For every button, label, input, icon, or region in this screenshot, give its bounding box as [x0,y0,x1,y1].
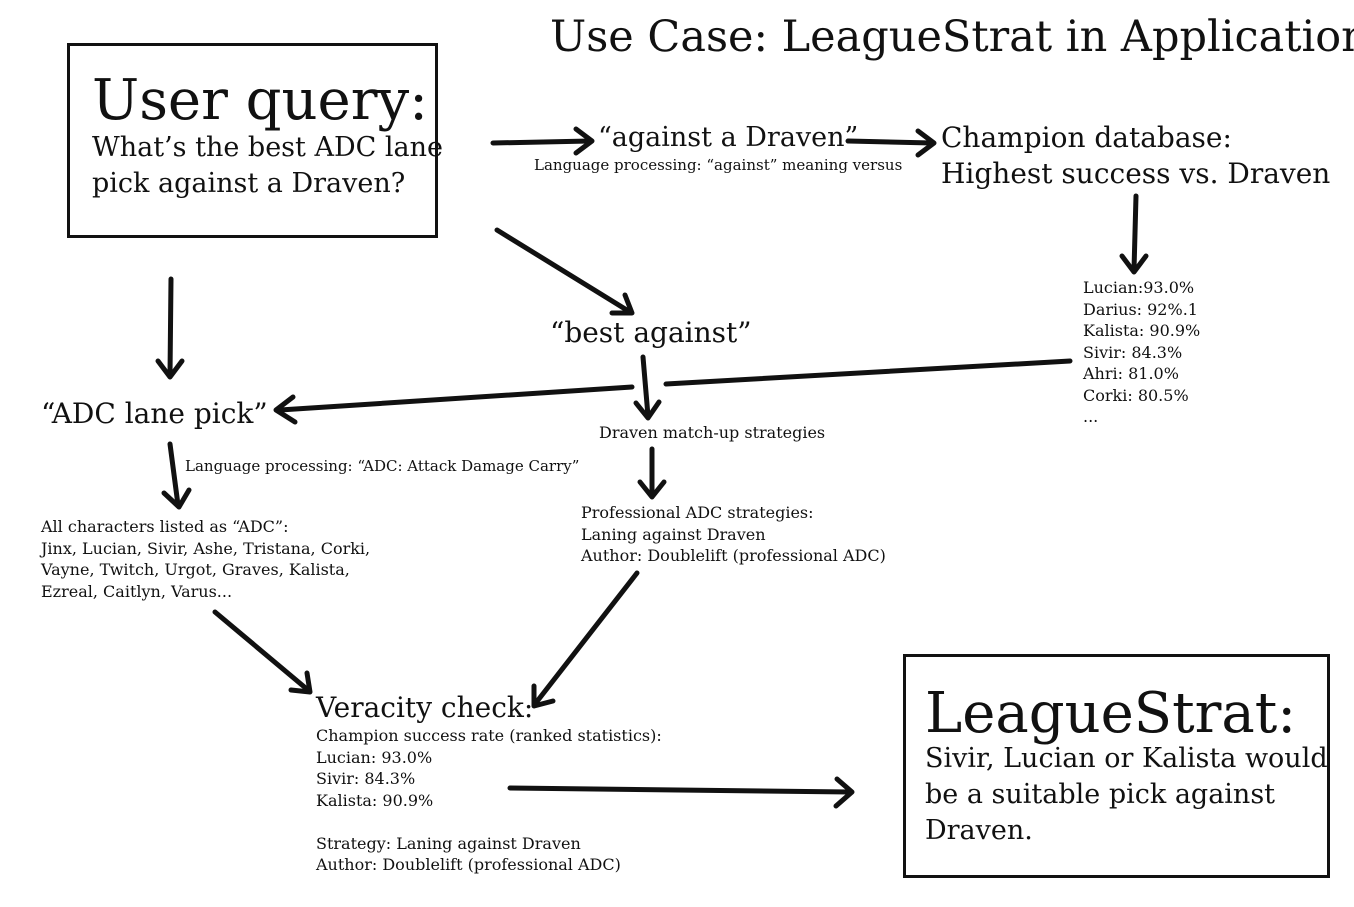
veracity-line: Kalista: 90.9% [316,790,434,810]
champion-stat: Darius: 92%.1 [1083,299,1198,319]
page-title: Use Case: LeagueStrat in Application [550,12,1354,62]
arrow-database-to-stats [1119,193,1149,275]
against-draven-note: Language processing: “against” meaning v… [534,156,903,174]
arrow-query-to-against [490,126,595,156]
adc-lane-pick-label: “ADC lane pick” [41,397,268,430]
veracity-line: Champion success rate (ranked statistics… [316,726,662,745]
arrow-adc-pick-to-characters [161,441,192,510]
best-against-label: “best against” [550,316,752,349]
champion-stat: Ahri: 81.0% [1083,364,1179,383]
champion-database-line-2: Highest success vs. Draven [941,157,1331,190]
arrow-pro-strategies-to-veracity [531,570,640,709]
result-line-1: Sivir, Lucian or Kalista would [925,743,1328,774]
pro-strategies-line: Laning against Draven [581,524,766,544]
arrow-characters-to-veracity [212,609,313,695]
veracity-line: Strategy: Laning against Draven [316,833,581,853]
veracity-heading: Veracity check: [316,691,534,724]
result-heading: LeagueStrat: [925,681,1297,746]
against-draven-label: “against a Draven” [598,122,859,153]
arrow-stats-to-adc-pick [273,358,1073,425]
adc-characters-line: Jinx, Lucian, Sivir, Ashe, Tristana, Cor… [41,538,371,558]
pro-strategies-line: Author: Doublelift (professional ADC) [581,546,886,565]
champion-stat: Corki: 80.5% [1083,385,1189,405]
champion-stat: Lucian:93.0% [1083,278,1195,297]
result-box: LeagueStrat: Sivir, Lucian or Kalista wo… [903,654,1330,878]
result-line-3: Draven. [925,815,1033,846]
champion-stats-list: Lucian:93.0% Darius: 92%.1 Kalista: 90.9… [1083,277,1200,428]
veracity-line: Sivir: 84.3% [316,769,416,788]
adc-language-note: Language processing: “ADC: Attack Damage… [185,457,580,475]
user-query-line-1: What’s the best ADC lane [92,132,443,163]
champion-database-line-1: Champion database: [941,121,1232,154]
veracity-line: Lucian: 93.0% [316,747,433,767]
champion-stat: ... [1083,407,1099,426]
arrow-query-to-adc-pick [155,276,185,380]
user-query-line-2: pick against a Draven? [92,168,406,199]
adc-characters-line: All characters listed as “ADC”: [41,517,289,536]
result-line-2: be a suitable pick against [925,779,1276,810]
user-query-box: User query: What’s the best ADC lane pic… [67,43,443,238]
adc-characters-list: All characters listed as “ADC”: Jinx, Lu… [41,516,370,602]
champion-stat: Kalista: 90.9% [1083,321,1201,340]
veracity-details: Champion success rate (ranked statistics… [316,725,662,876]
champion-stat: Sivir: 84.3% [1083,342,1183,362]
arrow-matchup-to-pro-strategies [637,446,667,500]
arrow-veracity-to-result [507,776,855,809]
adc-characters-line: Vayne, Twitch, Urgot, Graves, Kalista, [41,560,350,579]
user-query-heading: User query: [92,68,428,133]
pro-strategies-line: Professional ADC strategies: [581,503,814,522]
arrow-best-against-to-matchup [633,354,662,421]
veracity-line: Author: Doublelift (professional ADC) [316,855,621,874]
adc-characters-line: Ezreal, Caitlyn, Varus... [41,581,233,601]
draven-matchup-label: Draven match-up strategies [599,423,826,442]
arrow-against-to-database [845,128,937,158]
pro-strategies-block: Professional ADC strategies: Laning agai… [581,502,886,567]
arrow-query-to-best-against [494,227,635,316]
